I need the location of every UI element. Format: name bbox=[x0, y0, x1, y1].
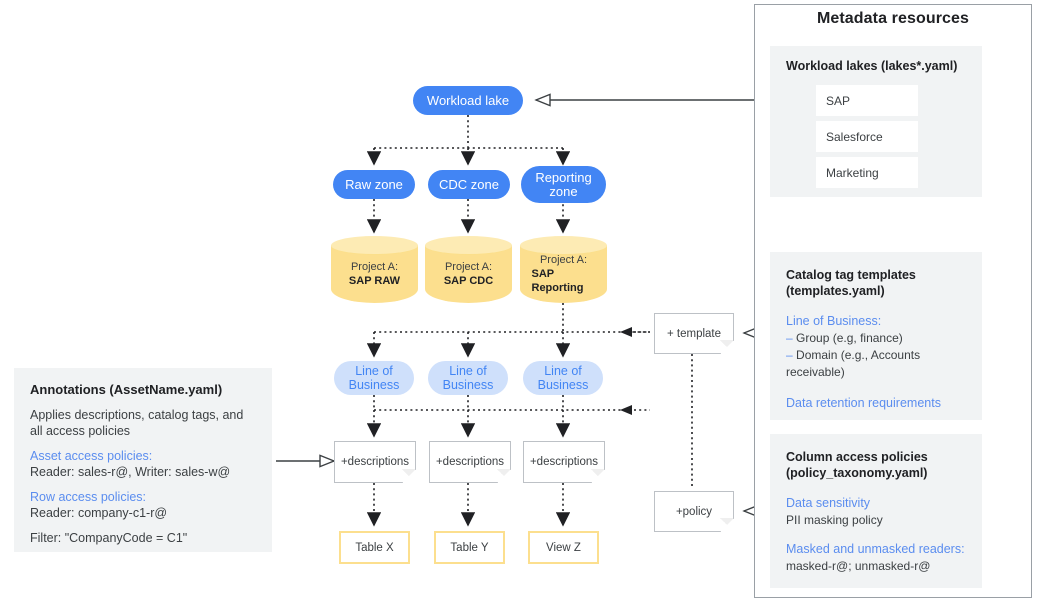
asset-access-heading: Asset access policies: bbox=[30, 449, 153, 463]
node-descriptions-1[interactable]: +descriptions bbox=[334, 441, 416, 483]
catalog-bullet-1: – Group (e.g, finance) bbox=[786, 330, 970, 347]
node-project-sap-raw[interactable]: Project A: SAP RAW bbox=[331, 236, 418, 303]
node-view-z[interactable]: View Z bbox=[528, 531, 599, 564]
policy-label: +policy bbox=[675, 505, 713, 518]
node-project-sap-reporting[interactable]: Project A: SAP Reporting bbox=[520, 236, 607, 303]
lob-heading: Line of Business: bbox=[786, 314, 882, 328]
catalog-tag-templates-card: Catalog tag templates (templates.yaml) L… bbox=[770, 252, 982, 420]
node-project-sap-cdc[interactable]: Project A: SAP CDC bbox=[425, 236, 512, 303]
node-line-of-business-3[interactable]: Line of Business bbox=[523, 361, 603, 395]
catalog-templates-heading-line2: (templates.yaml) bbox=[786, 284, 885, 298]
folded-corner-icon bbox=[720, 518, 733, 531]
masked-readers-value: masked-r@; unmasked-r@ bbox=[786, 559, 931, 573]
bullet-text: Domain (e.g., Accounts receivable) bbox=[786, 348, 921, 379]
filter-value: Filter: "CompanyCode = C1" bbox=[30, 531, 188, 545]
folded-corner-icon bbox=[402, 469, 415, 482]
cylinder-top bbox=[425, 236, 512, 255]
data-retention-heading: Data retention requirements bbox=[786, 396, 941, 410]
folded-corner-icon bbox=[497, 469, 510, 482]
asset-access-value: Reader: sales-r@, Writer: sales-w@ bbox=[30, 465, 231, 479]
project-name: SAP CDC bbox=[443, 274, 494, 287]
project-prefix: Project A: bbox=[350, 260, 399, 273]
node-template[interactable]: + template bbox=[654, 313, 734, 354]
folded-corner-icon bbox=[591, 469, 604, 482]
descriptions-label: +descriptions bbox=[529, 456, 599, 468]
folded-corner-icon bbox=[720, 340, 733, 353]
catalog-bullet-2: – Domain (e.g., Accounts receivable) bbox=[786, 347, 970, 381]
asset-label: Table Y bbox=[450, 541, 489, 554]
metadata-panel-title: Metadata resources bbox=[816, 10, 970, 27]
descriptions-label: +descriptions bbox=[435, 456, 505, 468]
arrowhead-template-to-lob bbox=[620, 327, 632, 337]
node-raw-zone[interactable]: Raw zone bbox=[333, 170, 415, 199]
lob-label: Line of Business bbox=[442, 364, 494, 392]
node-reporting-zone[interactable]: Reporting zone bbox=[521, 166, 606, 203]
node-workload-lake[interactable]: Workload lake bbox=[413, 86, 523, 115]
data-sensitivity-heading: Data sensitivity bbox=[786, 496, 871, 510]
project-name: SAP RAW bbox=[348, 274, 401, 287]
reporting-zone-label: Reporting zone bbox=[535, 169, 592, 199]
lake-item-salesforce[interactable]: Salesforce bbox=[816, 121, 918, 152]
project-sap-raw-label: Project A: SAP RAW bbox=[331, 236, 418, 303]
asset-label: View Z bbox=[546, 541, 581, 554]
arrowhead-annotations-bus bbox=[620, 405, 632, 415]
raw-zone-label: Raw zone bbox=[345, 177, 403, 192]
column-access-policies-card: Column access policies (policy_taxonomy.… bbox=[770, 434, 982, 588]
row-access-value: Reader: company-c1-r@ bbox=[30, 506, 168, 520]
lob-label: Line of Business bbox=[348, 364, 400, 392]
lake-item-label: SAP bbox=[826, 93, 851, 108]
node-line-of-business-1[interactable]: Line of Business bbox=[334, 361, 414, 395]
cdc-zone-label: CDC zone bbox=[439, 177, 499, 192]
column-policies-heading-line2: (policy_taxonomy.yaml) bbox=[786, 466, 928, 480]
row-access-heading: Row access policies: bbox=[30, 490, 147, 504]
node-descriptions-3[interactable]: +descriptions bbox=[523, 441, 605, 483]
annotations-title: Annotations (AssetName.yaml) bbox=[30, 382, 223, 397]
lake-item-sap[interactable]: SAP bbox=[816, 85, 918, 116]
lake-item-label: Marketing bbox=[826, 165, 879, 180]
bullet-dash: – bbox=[786, 331, 793, 345]
project-prefix: Project A: bbox=[539, 253, 588, 266]
catalog-templates-heading-line1: Catalog tag templates bbox=[786, 268, 916, 282]
lake-item-label: Salesforce bbox=[826, 129, 883, 144]
lake-item-marketing[interactable]: Marketing bbox=[816, 157, 918, 188]
annotations-panel: Annotations (AssetName.yaml) Applies des… bbox=[14, 368, 272, 552]
node-cdc-zone[interactable]: CDC zone bbox=[428, 170, 510, 199]
workload-lakes-heading: Workload lakes (lakes*.yaml) bbox=[786, 59, 958, 73]
cylinder-top bbox=[331, 236, 418, 255]
column-policies-heading-line1: Column access policies bbox=[786, 450, 928, 464]
cylinder-top bbox=[520, 236, 607, 255]
project-prefix: Project A: bbox=[444, 260, 493, 273]
annotations-description: Applies descriptions, catalog tags, and … bbox=[30, 408, 244, 438]
lob-label: Line of Business bbox=[537, 364, 589, 392]
data-sensitivity-value: PII masking policy bbox=[786, 513, 883, 527]
project-name: SAP Reporting bbox=[531, 267, 584, 294]
template-label: + template bbox=[666, 327, 722, 340]
node-table-y[interactable]: Table Y bbox=[434, 531, 505, 564]
node-descriptions-2[interactable]: +descriptions bbox=[429, 441, 511, 483]
node-table-x[interactable]: Table X bbox=[339, 531, 410, 564]
descriptions-label: +descriptions bbox=[340, 456, 410, 468]
masked-readers-heading: Masked and unmasked readers: bbox=[786, 542, 965, 556]
workload-lake-label: Workload lake bbox=[426, 93, 510, 108]
project-sap-cdc-label: Project A: SAP CDC bbox=[425, 236, 512, 303]
bullet-text: Group (e.g, finance) bbox=[796, 331, 903, 345]
bullet-dash: – bbox=[786, 348, 793, 362]
node-policy[interactable]: +policy bbox=[654, 491, 734, 532]
asset-label: Table X bbox=[355, 541, 394, 554]
project-sap-reporting-label: Project A: SAP Reporting bbox=[520, 236, 607, 303]
node-line-of-business-2[interactable]: Line of Business bbox=[428, 361, 508, 395]
